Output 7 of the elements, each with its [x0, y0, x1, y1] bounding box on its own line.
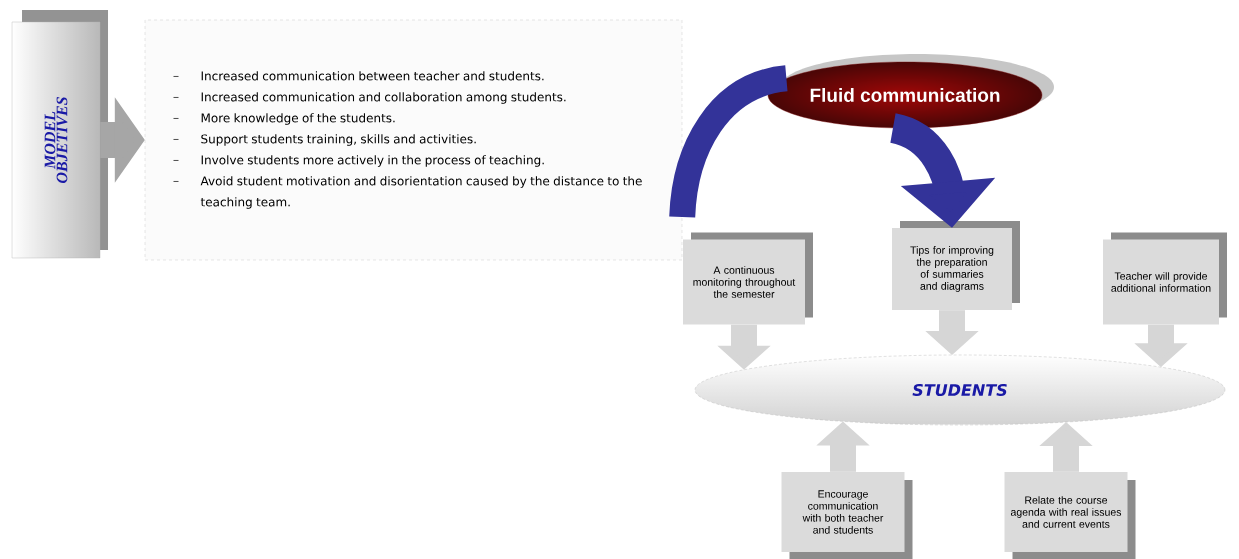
callout-box: Increased communication between teacher and students. Increased communication and collaboration among students. More knowledge of the students. Support students training, skills and activities. Involve students more actively in the process of teaching. Avoid student motivation and disorientation caused by the distance to the teaching team. [144, 19, 683, 261]
info-box: Encourage communication with both teacher and students [781, 472, 905, 552]
info-box: Teacher will provide additional information [1103, 239, 1219, 325]
info-box: Tips for improving the preparation of summaries and diagrams [892, 228, 1012, 310]
title-box: MODEL OBJETIVES [11, 21, 101, 259]
info-box: A continuous monitoring throughout the semester [683, 239, 805, 325]
info-box: Relate the course agenda with real issues and current events [1004, 472, 1128, 552]
